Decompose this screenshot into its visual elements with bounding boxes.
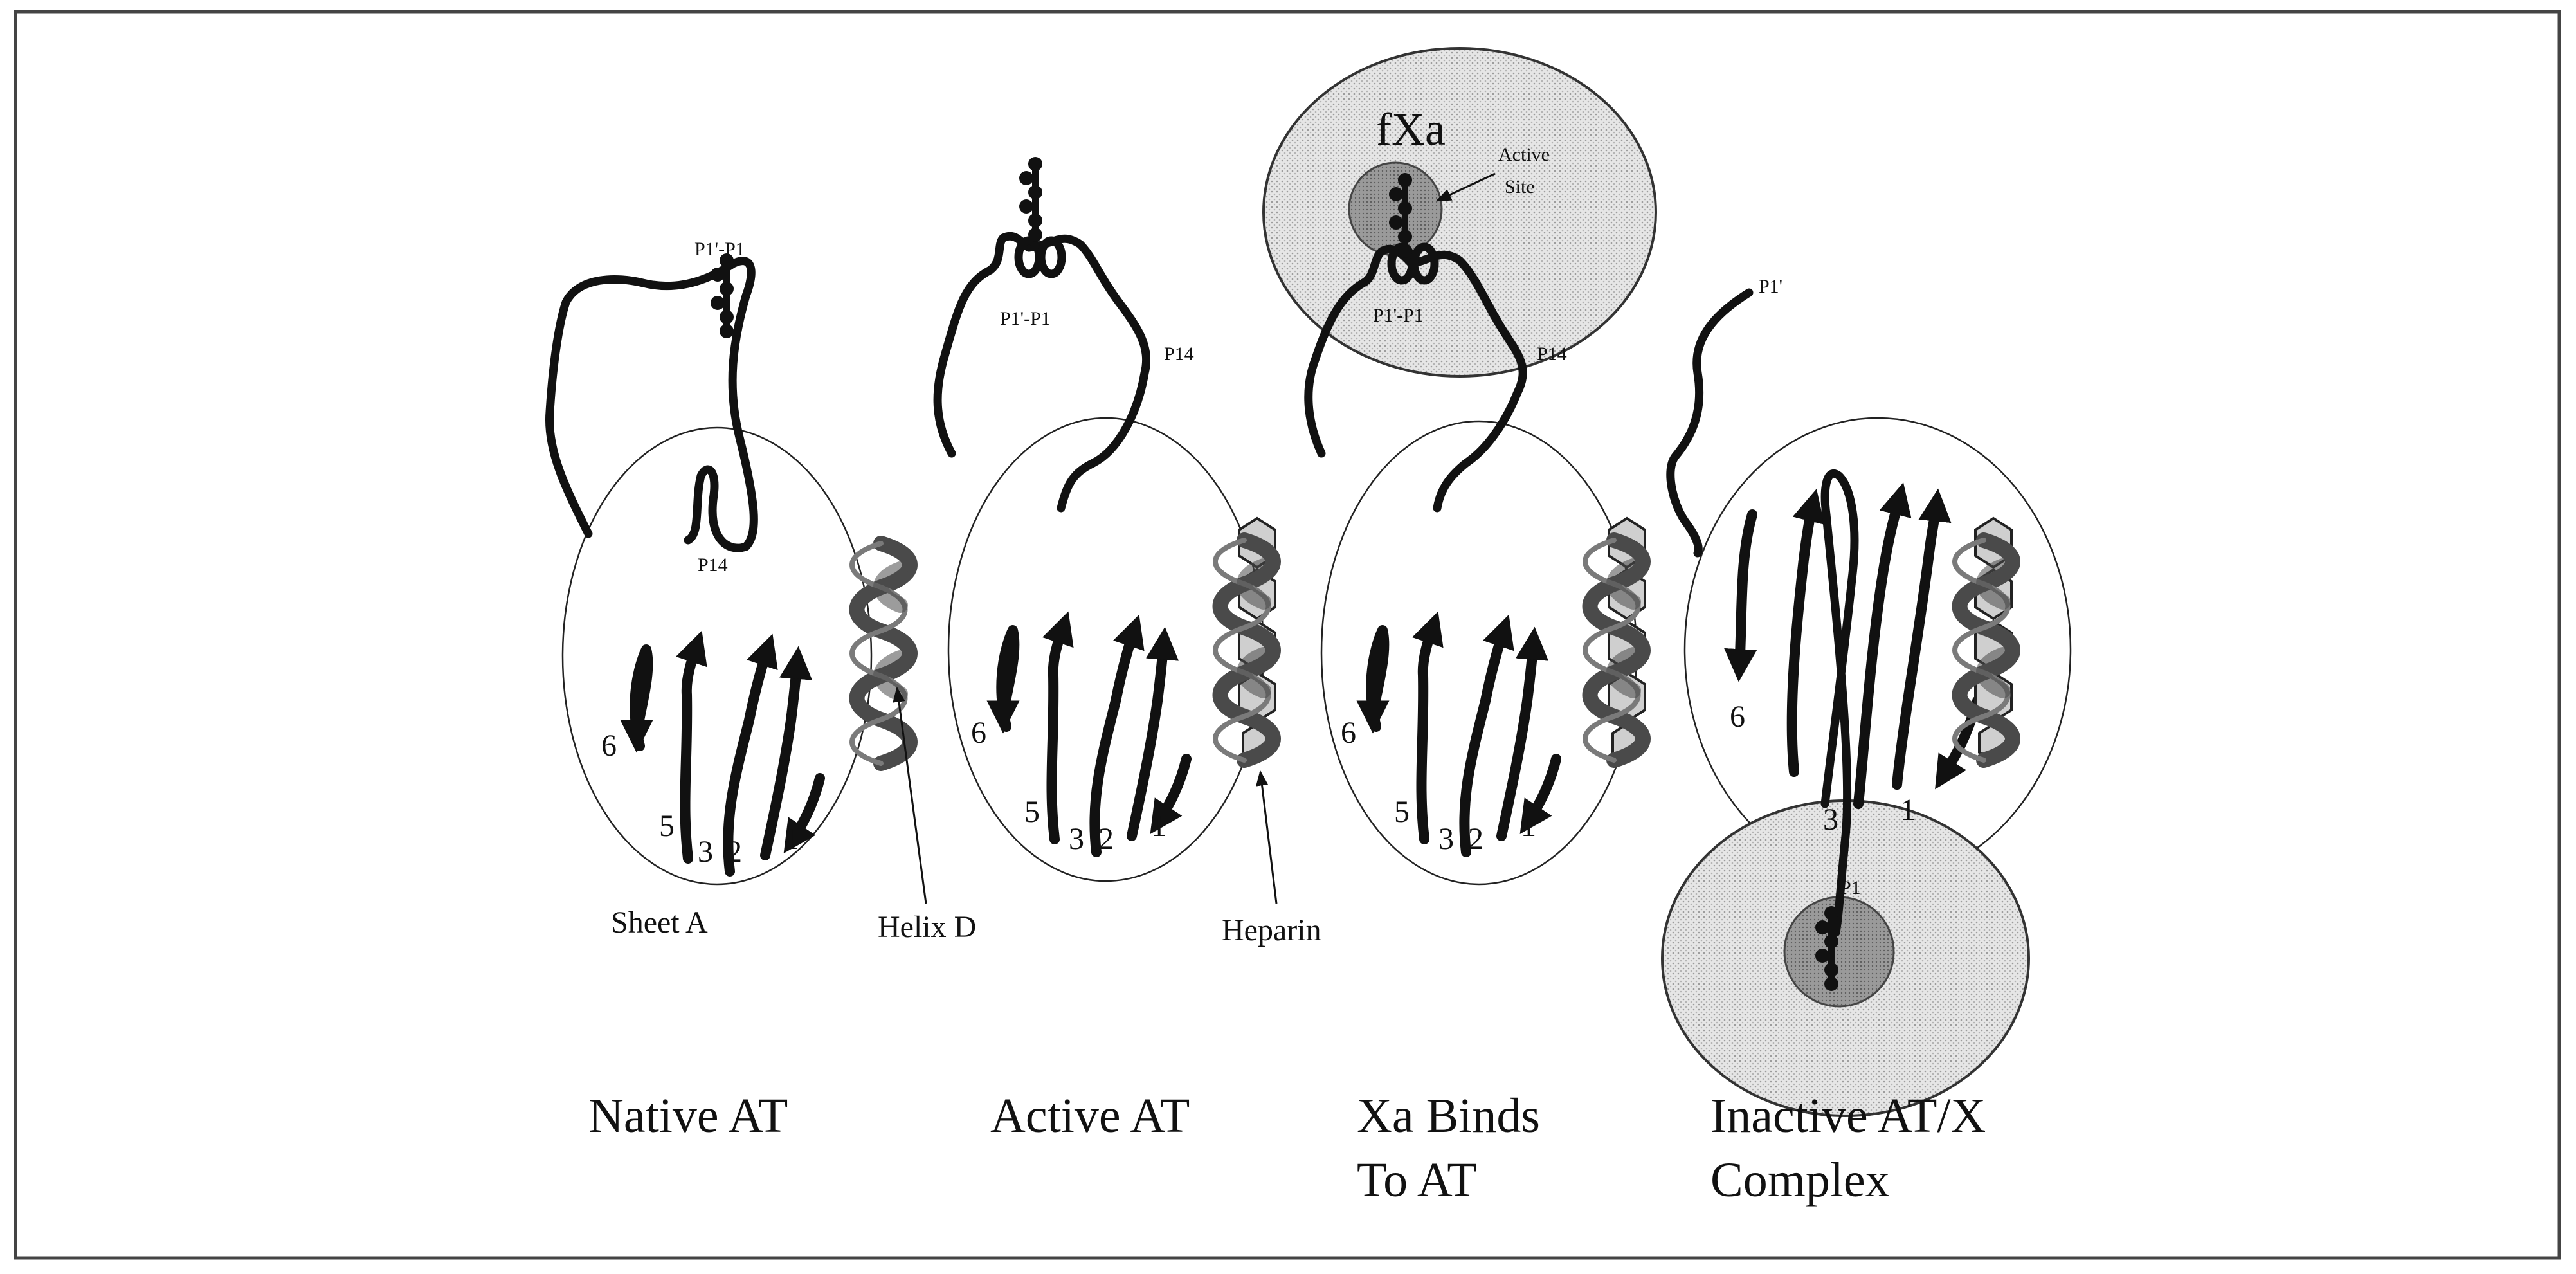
strand-number-2: 2 <box>727 835 742 869</box>
helix-d <box>852 543 910 763</box>
strand-number-1: 1 <box>1521 809 1536 843</box>
caption-inactive-line1: Inactive AT/X <box>1710 1089 1986 1143</box>
figure-border <box>14 10 2561 1260</box>
heparin-pointer <box>1256 770 1278 904</box>
strand-number-5: 5 <box>1394 795 1410 829</box>
caption-inactive-line2: Complex <box>1710 1153 1890 1207</box>
loop-coil-right <box>1410 242 1439 285</box>
inserted-strand-4 <box>1820 469 1859 937</box>
caption-native-at: Native AT <box>588 1089 788 1143</box>
strand-number-1: 1 <box>1151 809 1166 843</box>
fxa-label: fXa <box>1376 104 1446 155</box>
cleaved-loop-p1prime <box>1666 288 1754 558</box>
strand-number-6: 6 <box>601 729 617 763</box>
strand-number-1: 1 <box>783 822 799 856</box>
p1p1-label: P1'-P1 <box>694 239 745 260</box>
p14-label: P14 <box>698 554 728 576</box>
strand-number-2: 2 <box>1098 822 1114 856</box>
loop-coil-right <box>1037 236 1066 278</box>
strand-number-3: 3 <box>1823 803 1838 837</box>
active-site-label-line2: Site <box>1505 176 1535 197</box>
p1prime-label: P1' <box>1759 276 1782 297</box>
strand-number-6: 6 <box>1730 700 1745 734</box>
strand-2 <box>1892 488 1952 790</box>
strand-number-5: 5 <box>1024 795 1040 829</box>
p1p1-label: P1'-P1 <box>1373 305 1424 326</box>
strand-5 <box>1786 489 1825 777</box>
active-site-pocket <box>1348 161 1443 257</box>
strand-number-6: 6 <box>1341 716 1356 750</box>
strand-3 <box>1853 482 1912 809</box>
p1-label: P1 <box>1840 877 1861 898</box>
reactive-center-loop <box>545 257 758 552</box>
panel-inactive-complex: P1' 6 3 1 P1 Inactive AT/X Complex <box>1661 276 2072 1207</box>
p1p1-label: P1'-P1 <box>1000 308 1051 329</box>
antithrombin-body <box>1320 420 1638 886</box>
caption-xa-binds-line1: Xa Binds <box>1357 1089 1540 1143</box>
strand-number-1: 1 <box>1900 793 1916 827</box>
strand-number-5: 5 <box>659 809 675 843</box>
strand-number-3: 3 <box>698 835 713 869</box>
p14-label: P14 <box>1537 343 1567 365</box>
sheet-a-label: Sheet A <box>611 905 708 940</box>
strand-number-3: 3 <box>1438 822 1454 856</box>
p1p1-residues <box>1019 157 1042 242</box>
caption-xa-binds-line2: To AT <box>1357 1153 1477 1207</box>
reactive-center-loop <box>933 232 1151 513</box>
caption-active-at: Active AT <box>990 1089 1190 1143</box>
helix-d-pointer <box>893 686 927 904</box>
panel-xa-binds: fXa Active Site P1'-P1 P14 6 5 3 2 1 Xa … <box>1262 47 1657 1207</box>
strand-number-6: 6 <box>971 716 986 750</box>
helix-d-label: Helix D <box>878 910 976 944</box>
panel-native-at: P1'-P1 P14 6 5 3 2 1 Sheet A Helix D Nat… <box>545 239 976 1143</box>
factor-xa-body <box>1262 47 1657 378</box>
p14-label: P14 <box>1164 343 1194 365</box>
active-site-pointer <box>1435 172 1496 202</box>
panel-active-at: P1'-P1 P14 6 5 3 2 1 Heparin Active AT <box>933 157 1321 1143</box>
strand-6 <box>1724 509 1757 682</box>
antithrombin-body <box>561 426 873 886</box>
active-site-label-line1: Active <box>1498 144 1550 165</box>
strand-number-3: 3 <box>1069 822 1084 856</box>
heparin-label: Heparin <box>1222 913 1321 947</box>
reactive-center-loop <box>1304 245 1527 513</box>
strand-number-2: 2 <box>1468 822 1483 856</box>
